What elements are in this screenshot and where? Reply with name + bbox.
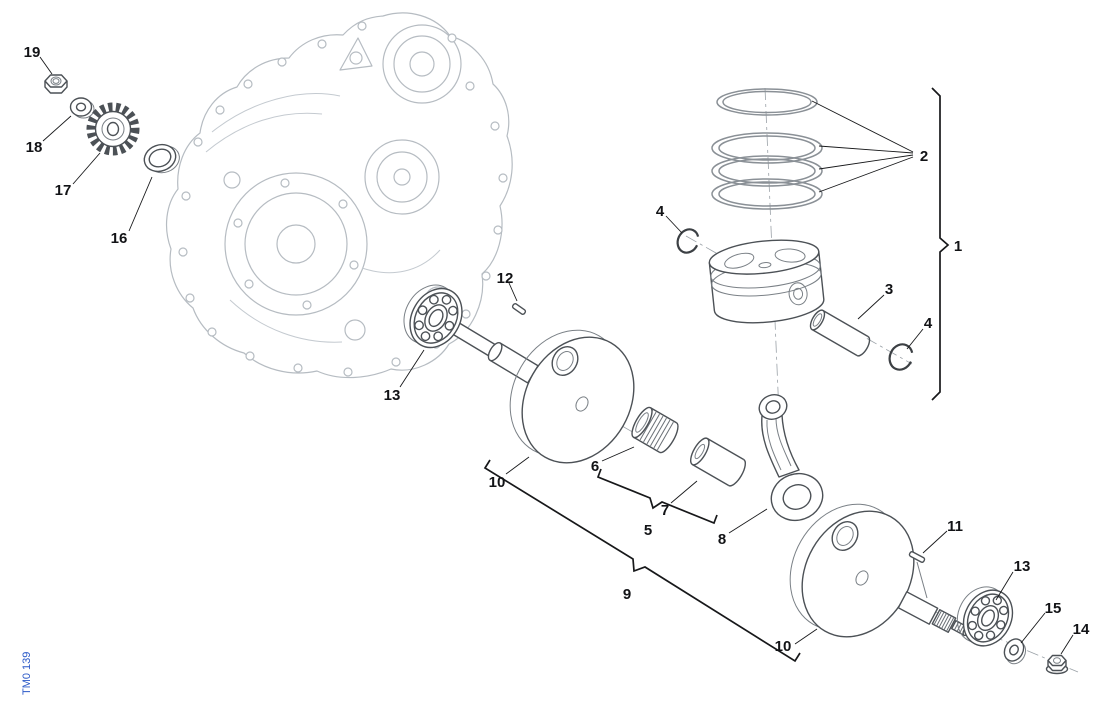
washer-right: [1003, 638, 1027, 665]
main-bearing-right: [956, 586, 1014, 647]
bracket-1: [931, 87, 950, 401]
leader-7: [670, 480, 698, 504]
leader-13-right: [995, 571, 1014, 601]
leader-3: [857, 294, 885, 320]
leader-14: [1060, 634, 1074, 655]
callout-14: 14: [1073, 621, 1090, 638]
leader-18: [42, 115, 72, 142]
shaft-key: [908, 551, 926, 563]
crank-web-right: [789, 503, 915, 638]
leader-11: [922, 530, 948, 554]
callout-16: 16: [111, 230, 128, 247]
crank-pin: [689, 437, 747, 487]
callout-8: 8: [718, 531, 726, 548]
leader-lines: [39, 56, 1074, 655]
leader-6: [601, 446, 635, 462]
primary-drive-gear: [86, 102, 140, 156]
crank-web-left: [509, 329, 635, 464]
callout-3: 3: [885, 281, 893, 298]
leader-4-right: [906, 328, 924, 350]
callout-19: 19: [24, 44, 41, 61]
flange-nut: [1045, 654, 1069, 675]
callouts: 1 2 3 4 4 5 6 7 8 9 10 10 11 12 13 13 14…: [24, 44, 1090, 655]
drawing-code: TM0 139: [21, 652, 33, 695]
leader-12: [508, 282, 518, 302]
leader-8: [728, 508, 768, 534]
shim: [143, 143, 180, 174]
leader-4-left: [665, 215, 683, 234]
group-brackets: [483, 87, 950, 663]
crankcase-drawing: [165, 12, 513, 379]
key-position-line: [916, 561, 928, 599]
main-bearing-left: [403, 284, 463, 349]
leader-19: [39, 56, 53, 75]
callout-12: 12: [497, 270, 514, 287]
leader-10-left: [505, 456, 530, 475]
washer-left: [69, 97, 95, 119]
gear-nut: [44, 74, 68, 94]
callout-15: 15: [1045, 600, 1062, 617]
leader-2d: [818, 156, 914, 193]
callout-10-right: 10: [775, 638, 792, 655]
bracket-5: [596, 468, 718, 525]
callout-4-left: 4: [656, 203, 665, 220]
leader-13-left: [399, 349, 425, 388]
piston: [708, 239, 825, 324]
crank-main-shaft-left: [487, 342, 539, 384]
callout-9: 9: [623, 586, 631, 603]
callout-5: 5: [644, 522, 652, 539]
callout-7: 7: [661, 502, 669, 519]
circlip-left: [676, 228, 700, 254]
callout-11: 11: [947, 518, 963, 535]
needle-bearing: [631, 406, 679, 454]
leader-2a: [811, 100, 914, 153]
leader-10-right: [794, 628, 818, 645]
spline-section: [931, 609, 957, 633]
piston-pin: [809, 309, 871, 357]
crank-shaft-left: [439, 315, 539, 384]
circlip-right: [888, 343, 914, 371]
leader-2b: [818, 145, 914, 154]
callout-1: 1: [954, 238, 962, 255]
callout-6: 6: [591, 458, 599, 475]
bracket-9: [483, 459, 801, 663]
leader-15: [1020, 612, 1046, 644]
callout-2: 2: [920, 148, 928, 165]
leader-17: [72, 152, 101, 185]
crank-shaft-right: [897, 591, 970, 637]
callout-13-right: 13: [1014, 558, 1031, 575]
leader-16: [128, 176, 153, 232]
callout-18: 18: [26, 139, 43, 156]
callout-10-left: 10: [489, 474, 506, 491]
callout-13-left: 13: [384, 387, 401, 404]
woodruff-key: [511, 303, 527, 315]
piston-rings: [711, 88, 823, 210]
callout-17: 17: [55, 182, 72, 199]
leader-2c: [818, 154, 914, 170]
callout-4-right: 4: [924, 315, 933, 332]
connecting-rod: [758, 394, 824, 522]
piston-pin-axis-line: [685, 235, 913, 365]
